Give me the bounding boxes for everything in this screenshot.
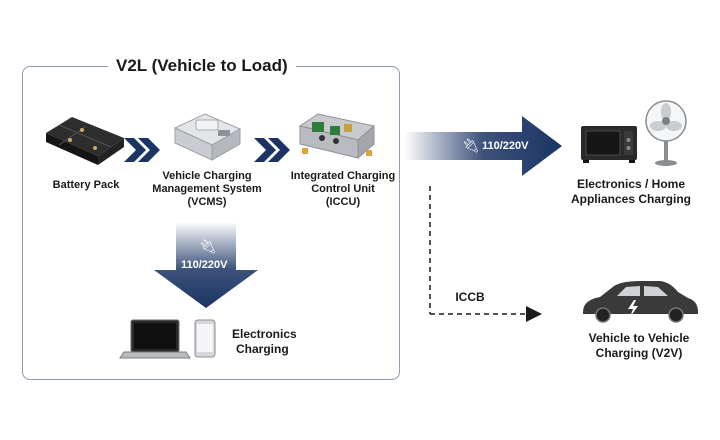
iccu-label: Integrated Charging Control Unit (ICCU) <box>280 170 406 209</box>
v2v-label-line: Vehicle to Vehicle <box>588 331 690 345</box>
battery-pack-icon <box>46 117 124 165</box>
v2v-label: Vehicle to Vehicle Charging (V2V) <box>568 331 710 361</box>
iccu-board-icon <box>298 113 376 160</box>
vcms-label: Vehicle Charging Management System (VCMS… <box>142 170 272 209</box>
voltage-down-label: 110/220V <box>181 259 228 271</box>
chevron-icon <box>254 138 290 162</box>
iccu-label-line: Control Unit <box>311 183 375 195</box>
electronics-label-line: Electronics <box>232 327 297 341</box>
electronics-charging-label: Electronics Charging <box>222 327 302 357</box>
v2v-label-line: Charging (V2V) <box>595 346 683 360</box>
voltage-down-arrow <box>154 222 258 308</box>
vcms-label-line: (VCMS) <box>187 196 227 208</box>
iccu-label-line: (ICCU) <box>325 196 361 208</box>
home-appliances-label: Electronics / Home Appliances Charging <box>556 177 706 207</box>
voltage-right-label: 110/220V <box>482 140 529 152</box>
electronics-label-line: Charging <box>236 342 289 356</box>
iccu-label-line: Integrated Charging <box>290 170 396 182</box>
iccb-label: ICCB <box>455 290 485 304</box>
chevron-icon <box>124 138 160 162</box>
smartphone-icon <box>194 319 216 358</box>
plug-icon: 🔌︎ <box>462 137 480 153</box>
voltage-right-arrow <box>404 116 562 176</box>
vcms-label-line: Vehicle Charging <box>162 170 252 182</box>
vcms-unit-icon <box>173 113 242 161</box>
microwave-icon <box>581 126 637 163</box>
home-label-line: Appliances Charging <box>570 192 692 206</box>
fan-icon <box>645 100 687 166</box>
battery-pack-label: Battery Pack <box>52 179 120 191</box>
home-label-line: Electronics / Home <box>576 177 686 191</box>
plug-icon: 🔌︎ <box>199 238 217 254</box>
diagram-title: V2L (Vehicle to Load) <box>108 55 296 77</box>
laptop-icon <box>119 319 191 359</box>
iccb-connector <box>429 186 542 322</box>
car-icon <box>583 281 698 323</box>
vcms-label-line: Management System <box>152 183 262 195</box>
